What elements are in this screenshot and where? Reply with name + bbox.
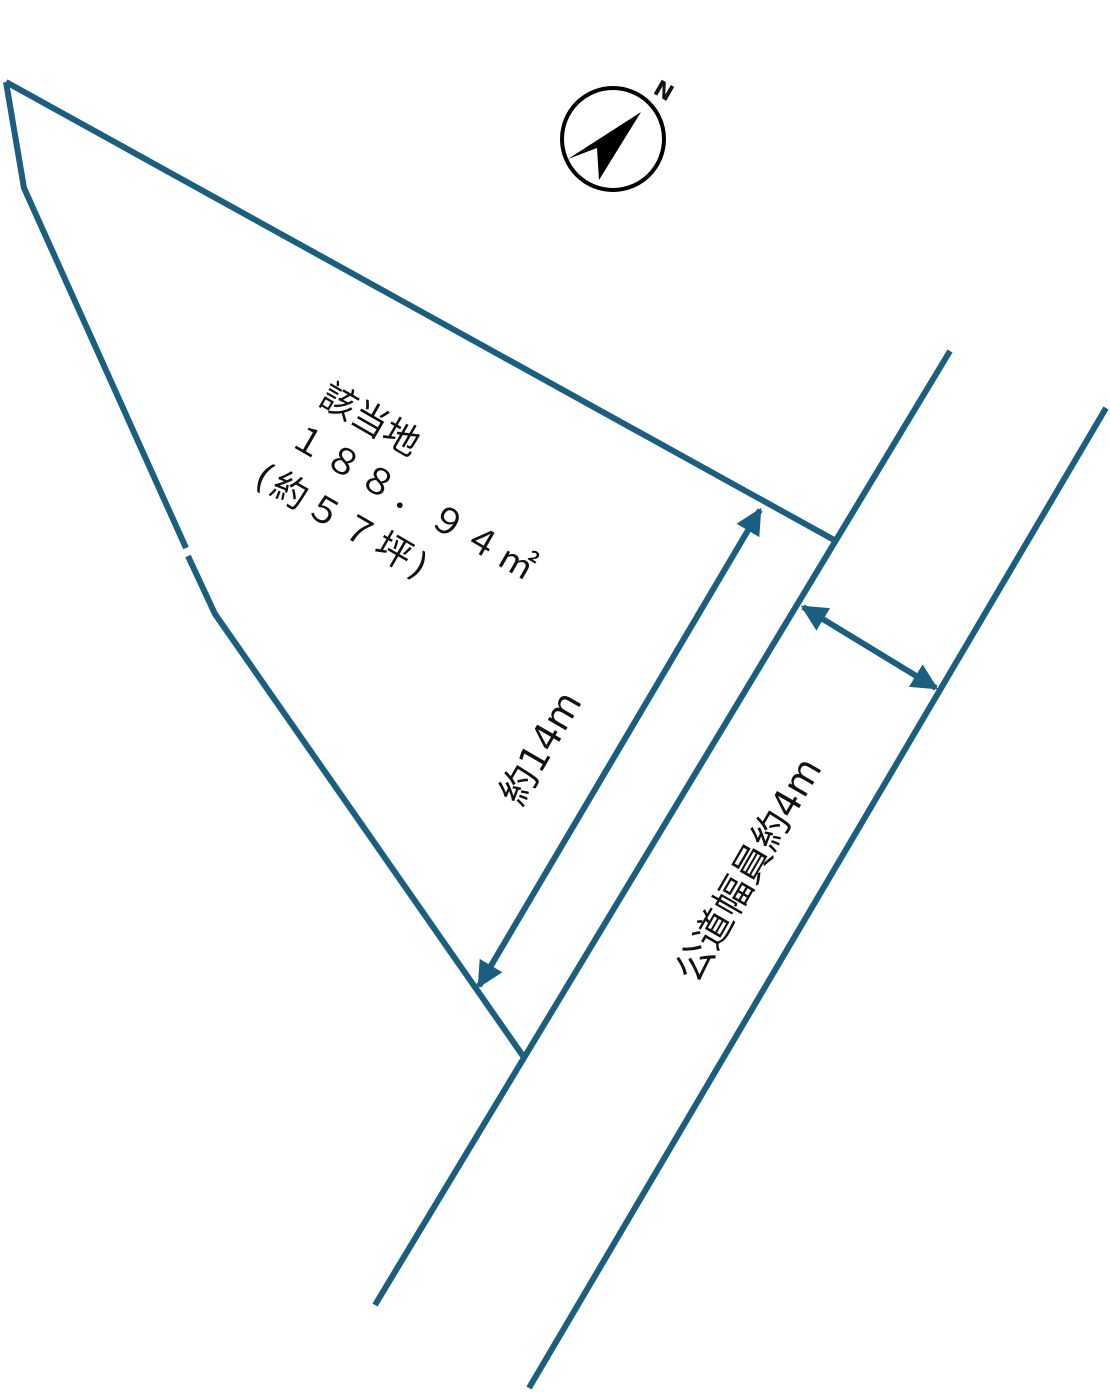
- compass-ring: [560, 86, 666, 192]
- parcel-label-group: 該当地 １８８．９４㎡ (約５７坪): [248, 376, 546, 592]
- compass: N: [560, 76, 677, 192]
- parcel-west-edge-lower: [185, 554, 526, 1058]
- frontage-dimension-arrow: [476, 507, 763, 989]
- parcel-west-edge-upper: [3, 81, 189, 550]
- parcel-boundary: [3, 79, 838, 1058]
- north-arrow-icon: [568, 112, 641, 180]
- parcel-north-edge: [4, 79, 838, 544]
- road-edge-outer: [526, 406, 1109, 1390]
- compass-north-label: N: [649, 76, 677, 107]
- road-width-dimension-arrow: [800, 604, 939, 691]
- frontage-label: 約14m: [491, 684, 591, 813]
